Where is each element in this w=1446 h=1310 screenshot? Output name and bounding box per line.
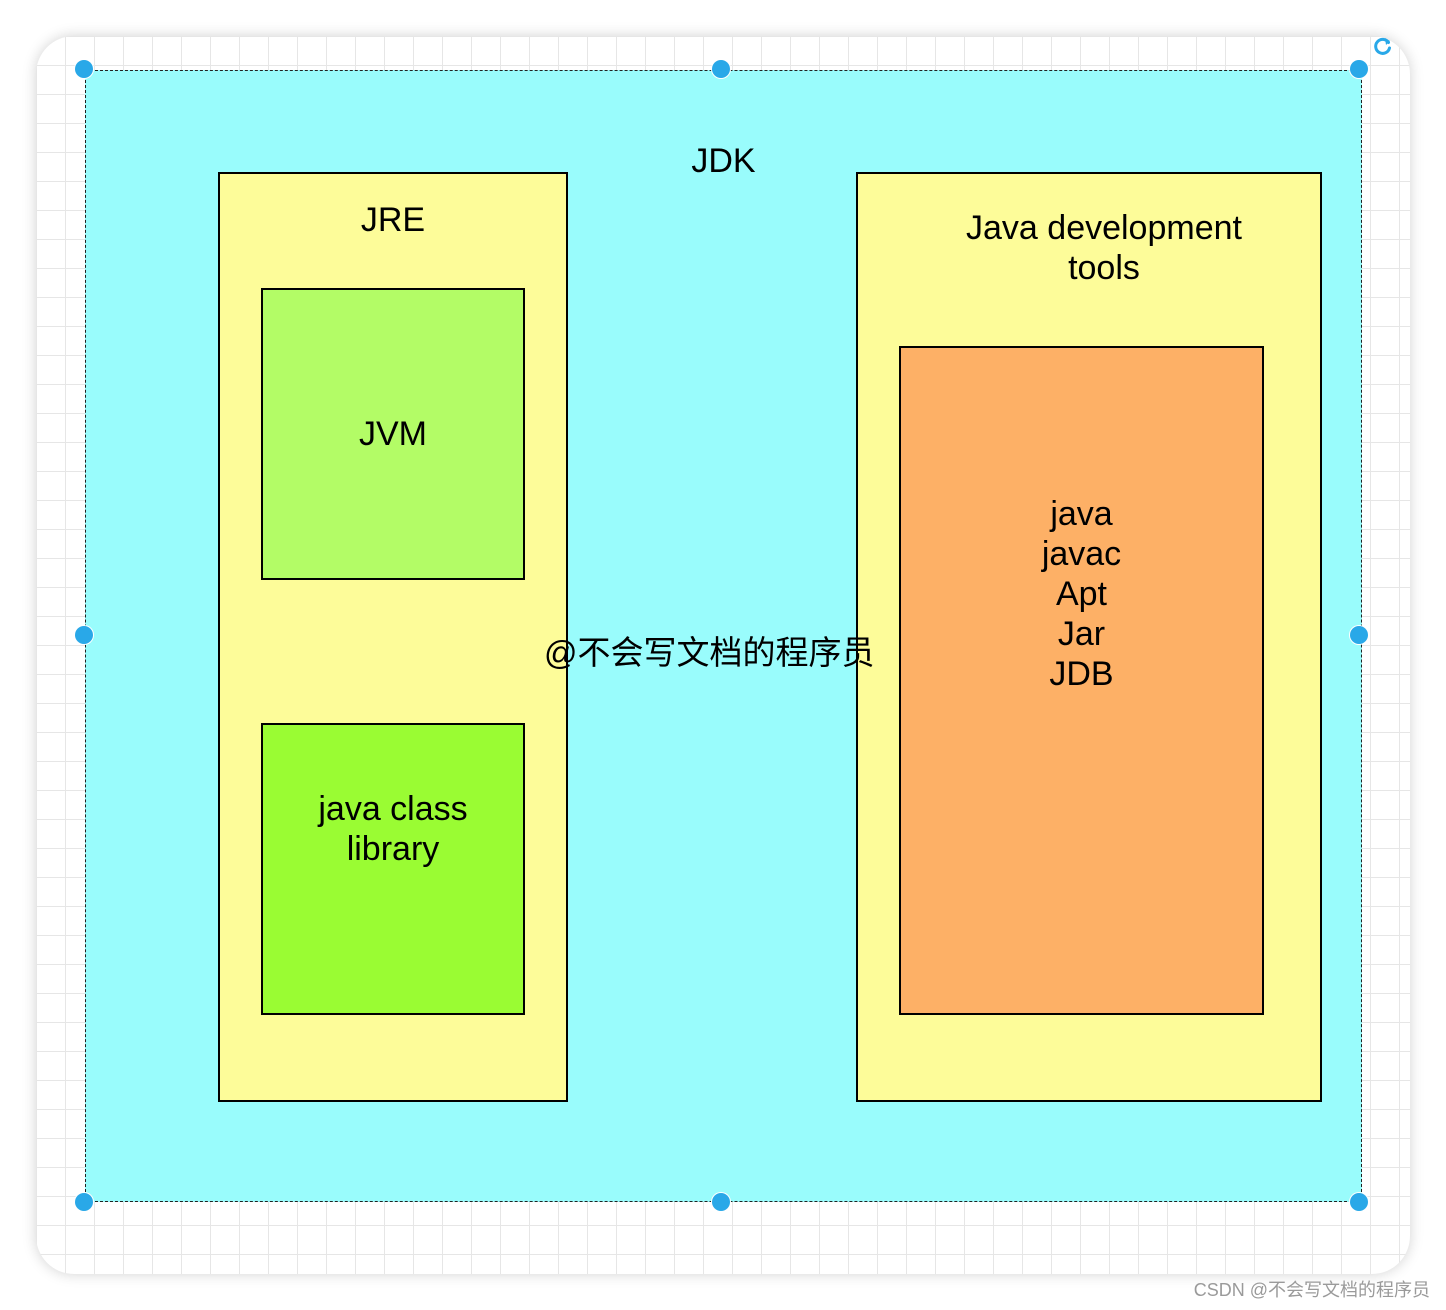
jvm-box[interactable]: JVM [261,288,525,580]
resize-handle-right[interactable] [1350,626,1368,644]
resize-handle-bottom-left[interactable] [75,1193,93,1211]
watermark-text: @不会写文档的程序员 [544,634,875,671]
jvm-label: JVM [359,415,427,453]
class-library-label: java class library [318,790,468,868]
jre-label: JRE [360,201,426,239]
jdk-label: JDK [691,142,756,180]
class-library-box[interactable]: java class library [261,723,525,1015]
csdn-credit: CSDN @不会写文档的程序员 [1193,1280,1430,1300]
tool-list-box[interactable]: java javac Apt Jar JDB [899,346,1264,1015]
resize-handle-bottom[interactable] [712,1193,730,1211]
resize-handle-bottom-right[interactable] [1350,1193,1368,1211]
dev-tools-label: Java development tools [966,209,1242,287]
rotate-icon[interactable] [1373,36,1393,56]
resize-handle-left[interactable] [75,626,93,644]
tool-list-label: java javac Apt Jar JDB [1041,495,1122,693]
resize-handle-top-left[interactable] [75,60,93,78]
resize-handle-top[interactable] [712,60,730,78]
resize-handle-top-right[interactable] [1350,60,1368,78]
